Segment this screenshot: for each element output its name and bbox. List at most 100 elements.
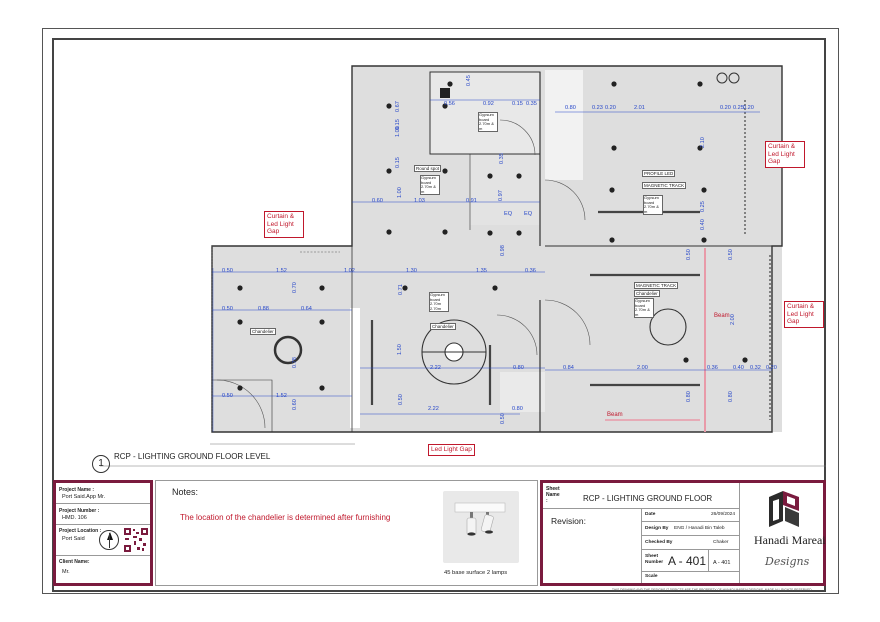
dimension-lines <box>212 99 772 432</box>
client-name: Mr. <box>62 569 70 575</box>
dimension-label: 0.71 <box>398 284 404 295</box>
date-value: 26/09/2024 <box>711 512 736 517</box>
label-chandelier-3: Chandelier <box>250 328 276 335</box>
dimension-label: 1.00 <box>397 187 403 198</box>
dimension-label: 0.20 <box>743 105 754 111</box>
checked-by-label: Checked By <box>645 540 673 545</box>
dimension-label: 0.88 <box>258 306 269 312</box>
dimension-label: 1.30 <box>406 268 417 274</box>
dimension-label: 0.20 <box>720 105 731 111</box>
dimension-label: 0.50 <box>686 249 692 260</box>
dimension-label: 0.35 <box>499 153 505 164</box>
label-magnetic-track: MAGNETIC TRACK <box>642 182 687 189</box>
label-gypsum-d: Gypsum board 2.70m & m <box>634 298 654 318</box>
dimension-label: 0.32 <box>750 365 761 371</box>
walls <box>211 65 783 433</box>
dimension-label: 0.50 <box>398 394 404 405</box>
sheet-number: A - 401 <box>668 554 707 568</box>
dimension-label: 0.80 <box>512 406 523 412</box>
design-by-label: Design By <box>645 526 669 531</box>
dimension-label: 0.25 <box>700 201 706 212</box>
dimension-label: 0.60 <box>292 399 298 410</box>
label-magnetic-track-2: MAGNETIC TRACK <box>634 282 679 289</box>
callout-led-gap: Led Light Gap <box>428 444 475 456</box>
dimension-label: 0.56 <box>444 101 455 107</box>
drawing-title: RCP - LIGHTING GROUND FLOOR LEVEL <box>114 452 271 461</box>
project-name-label: Project Name : <box>59 487 95 493</box>
label-gypsum-b: Gypsum board 2.70m & m <box>478 112 498 132</box>
dimension-label: 1.52 <box>276 268 287 274</box>
brand-logo-icon <box>769 491 799 527</box>
dimension-label: 0.80 <box>728 391 734 402</box>
scale-label: Scale <box>645 574 658 579</box>
dimension-label: 2.01 <box>634 105 645 111</box>
dimension-label: 2.22 <box>428 406 439 412</box>
sheet-name-label: Sheet Name : <box>546 486 560 504</box>
dimension-label: 0.15 <box>512 101 523 107</box>
sheet-info-block: Sheet Name : RCP - LIGHTING GROUND FLOOR… <box>540 480 826 586</box>
sheet-number-small: A - 401 <box>713 560 731 566</box>
label-chandelier: Chandelier <box>634 290 660 297</box>
dimension-label: EQ <box>504 211 513 217</box>
callout-beam-bottom: Beam <box>607 412 623 418</box>
callout-curtain-right-mid: Curtain & Led Light Gap <box>784 301 824 328</box>
wall-ticks <box>100 246 826 467</box>
date-label: Date <box>645 512 656 517</box>
north-arrow-icon <box>99 530 119 550</box>
project-info-block: Project Name : Port Said.App Mr. Project… <box>53 480 153 586</box>
dimension-label: 0.97 <box>498 190 504 201</box>
label-chandelier-2: Chandelier <box>430 323 456 330</box>
label-gypsum-e: Gypsum board 2.70m 2.70m <box>429 292 449 312</box>
project-location: Port Said <box>62 536 85 542</box>
dimension-label: 0.15 <box>395 157 401 168</box>
project-location-label: Project Location : <box>59 528 102 534</box>
drawing-number-circle: 1 <box>92 455 110 473</box>
dimension-label: 0.64 <box>301 306 312 312</box>
door-swings <box>216 119 591 429</box>
dimension-label: 0.50 <box>500 413 506 424</box>
dimension-label: 0.50 <box>222 393 233 399</box>
dimension-label: 0.92 <box>483 101 494 107</box>
dimension-label: 0.98 <box>500 245 506 256</box>
callout-curtain-right-top: Curtain & Led Light Gap <box>765 141 805 168</box>
qr-code-icon <box>123 527 149 553</box>
dimension-label: 0.80 <box>513 365 524 371</box>
design-by-value: ENG / Hanadi Bin Taleb <box>674 526 725 531</box>
dimension-label: 0.50 <box>222 268 233 274</box>
dimension-label: 0.80 <box>565 105 576 111</box>
label-profile-led: PROFILE LED <box>642 170 676 177</box>
revision-label: Revision: <box>551 516 586 526</box>
dimension-label: 0.40 <box>733 365 744 371</box>
dimension-label: 2.10 <box>700 137 706 148</box>
dimension-label: EQ <box>524 211 533 217</box>
dimension-label: 0.70 <box>292 282 298 293</box>
label-gypsum-c: Gypsum board 2.70m & m <box>643 195 663 215</box>
round-spot-lights <box>237 72 748 391</box>
sheet-name: RCP - LIGHTING GROUND FLOOR <box>583 494 713 503</box>
dimension-label: 0.20 <box>766 365 777 371</box>
sheet-number-label: Sheet Number <box>645 554 664 565</box>
label-round-spot: Round spot <box>414 165 442 172</box>
footer-note: THIS DRAWING AND THE DESIGNS IT DEPICTS … <box>612 588 812 592</box>
project-name: Port Said.App Mr. <box>62 494 106 500</box>
dimension-label: 0.84 <box>563 365 574 371</box>
product-caption: 45 base surface 2 lamps <box>444 570 508 576</box>
dimension-label: 0.67 <box>395 101 401 112</box>
label-gypsum-a: Gypsum board 2.70m & m <box>420 175 440 195</box>
dimension-label: 0.50 <box>222 306 233 312</box>
dimension-label: 0.36 <box>525 268 536 274</box>
project-number-label: Project Number : <box>59 508 100 514</box>
checked-by-value: Chaker <box>713 540 729 545</box>
brand-sub: Designs <box>765 555 810 568</box>
dimension-label: 0.91 <box>466 198 477 204</box>
dimension-label: 1.00 <box>395 126 401 137</box>
dimension-label: 0.36 <box>707 365 718 371</box>
dimension-label: 1.50 <box>397 344 403 355</box>
dimension-label: 0.20 <box>605 105 616 111</box>
dimension-label: 1.35 <box>476 268 487 274</box>
dimension-label: 2.00 <box>730 314 736 325</box>
dimension-label: 0.40 <box>700 219 706 230</box>
drawing-number: 1 <box>98 458 104 469</box>
dimension-label: 0.25 <box>733 105 744 111</box>
chandelier-symbols <box>273 308 687 385</box>
